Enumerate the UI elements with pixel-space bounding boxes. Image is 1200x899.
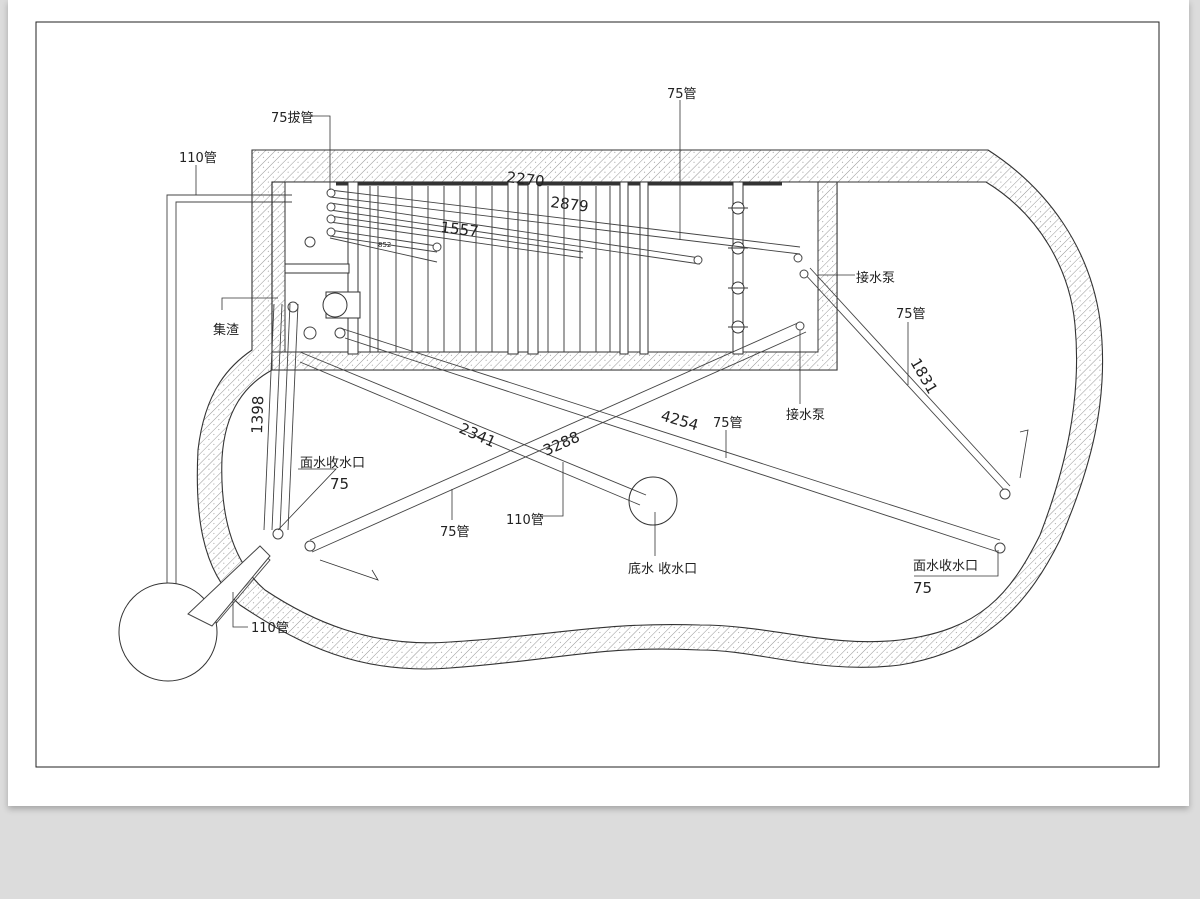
- label-pump-upper: 接水泵: [856, 270, 895, 286]
- pump-markers: [728, 201, 748, 334]
- label-pipe75-top: 75管: [667, 87, 697, 102]
- dim-2341: 2341: [456, 419, 498, 451]
- slag-chamber-shelf: [284, 263, 350, 274]
- label-connector75: 75拔管: [271, 111, 314, 126]
- partitions: [347, 181, 744, 355]
- dim-1398: 1398: [248, 395, 267, 434]
- label-pipe110-top: 110管: [179, 151, 217, 166]
- label-surface-inlet-right-size: 75: [913, 579, 932, 597]
- internal-pipes: [329, 189, 801, 265]
- filter-media: [369, 186, 611, 352]
- leader-lines: [195, 100, 1029, 628]
- drawing-sheet: 75管 75拔管 110管 2270 2879 1557 852 接水泵 75管…: [8, 0, 1189, 806]
- label-bottom-drain: 底水 收水口: [628, 561, 697, 577]
- label-slag: 集渣: [213, 322, 239, 338]
- drawing-border: [35, 21, 1160, 768]
- bottom-drain-icon: [628, 476, 678, 526]
- label-surface-inlet-left: 面水收水口: [300, 456, 365, 471]
- label-pipe110-mid: 110管: [506, 513, 544, 528]
- label-pump-lower: 接水泵: [786, 407, 825, 423]
- sump-pit: [118, 582, 218, 682]
- label-pipe75-mid: 75管: [713, 416, 743, 431]
- pond-plumbing-plan: 75管 75拔管 110管 2270 2879 1557 852 接水泵 75管…: [35, 21, 1160, 768]
- label-surface-inlet-right: 面水收水口: [913, 559, 978, 574]
- slag-drain-icon: [322, 292, 348, 318]
- dim-1557: 1557: [440, 218, 480, 241]
- dim-3288: 3288: [540, 428, 582, 460]
- dim-2879: 2879: [550, 193, 590, 216]
- dim-852: 852: [378, 241, 391, 249]
- external-pipes: [166, 194, 1011, 627]
- filter-box-interior: [284, 181, 819, 353]
- sump-inlet-pipe: [187, 545, 271, 627]
- label-pipe75-right: 75管: [896, 307, 926, 322]
- dim-1831: 1831: [907, 355, 942, 397]
- dim-2270: 2270: [506, 168, 546, 191]
- label-surface-inlet-left-size: 75: [330, 475, 349, 493]
- pipe-end-circles: [287, 188, 803, 340]
- dim-4254: 4254: [659, 407, 701, 435]
- label-pipe75-lower: 75管: [440, 525, 470, 540]
- label-pipe110-bottom: 110管: [251, 621, 289, 636]
- pipe-end-points: [272, 269, 1011, 554]
